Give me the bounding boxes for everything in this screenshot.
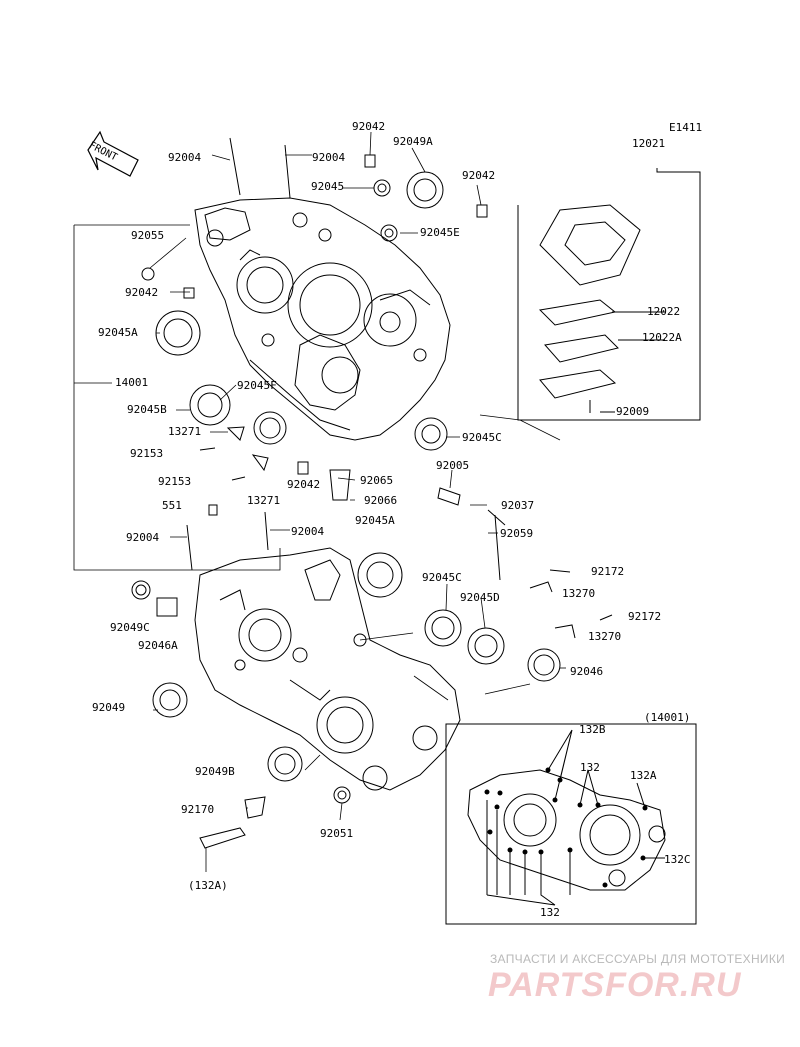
part-label[interactable]: 92045A	[355, 514, 395, 527]
part-label[interactable]: 92004	[168, 151, 202, 164]
part-label[interactable]: 92042	[352, 120, 386, 133]
part-label[interactable]: 92051	[320, 827, 354, 840]
watermark-tagline: ЗАПЧАСТИ И АКСЕССУАРЫ ДЛЯ МОТОТЕХНИКИ	[490, 952, 786, 966]
part-label[interactable]: 132A	[630, 769, 657, 782]
part-label[interactable]: 92004	[312, 151, 346, 164]
part-label[interactable]: 92049	[92, 701, 126, 714]
part-label[interactable]: 14001	[115, 376, 149, 389]
part-label[interactable]: 92172	[628, 610, 662, 623]
part-label[interactable]: 132	[580, 761, 600, 774]
part-label[interactable]: 13270	[562, 587, 596, 600]
part-label[interactable]: 92045C	[462, 431, 502, 444]
part-label[interactable]: 92049C	[110, 621, 150, 634]
part-label[interactable]: 92065	[360, 474, 394, 487]
upper-crankcase	[194, 197, 451, 441]
part-label[interactable]: 92153	[130, 447, 164, 460]
part-label[interactable]: 92170	[181, 803, 215, 816]
part-label[interactable]: 92045D	[460, 591, 500, 604]
lower-crankcase	[194, 547, 461, 791]
part-label[interactable]: 92059	[500, 527, 534, 540]
part-label[interactable]: 92046A	[138, 639, 178, 652]
part-label[interactable]: 92009	[616, 405, 650, 418]
part-label[interactable]: 92055	[131, 229, 165, 242]
bearings-lower	[131, 504, 561, 804]
watermark-logo: PARTSFOR.RU	[488, 966, 742, 1004]
leader-lines	[73, 131, 566, 872]
part-label[interactable]: 92042	[125, 286, 159, 299]
part-label[interactable]: 132B	[579, 723, 606, 736]
part-label[interactable]: (14001)	[644, 711, 691, 724]
part-label[interactable]: 92045C	[422, 571, 462, 584]
reed-valve-assembly	[517, 168, 701, 421]
part-label[interactable]: 92045F	[237, 379, 277, 392]
part-label[interactable]: 92045B	[127, 403, 167, 416]
part-label[interactable]: 132	[540, 906, 560, 919]
part-label[interactable]: 132C	[664, 853, 691, 866]
part-label[interactable]: 92066	[364, 494, 398, 507]
diagram-code: E1411	[669, 121, 703, 134]
part-label[interactable]: 13271	[168, 425, 202, 438]
part-label[interactable]: 92045E	[420, 226, 460, 239]
part-label[interactable]: 13271	[247, 494, 281, 507]
part-label[interactable]: 92042	[287, 478, 321, 491]
part-label[interactable]: 92004	[291, 525, 325, 538]
part-label[interactable]: 92042	[462, 169, 496, 182]
part-label[interactable]: 12021	[632, 137, 666, 150]
part-label[interactable]: 92045	[311, 180, 345, 193]
part-label[interactable]: 92049A	[393, 135, 433, 148]
part-label[interactable]: 92004	[126, 531, 160, 544]
part-label[interactable]: (132A)	[188, 879, 228, 892]
part-label[interactable]: 13270	[588, 630, 622, 643]
part-label[interactable]: 12022A	[642, 331, 682, 344]
part-label[interactable]: 92005	[436, 459, 470, 472]
inset-crankcase	[445, 723, 697, 925]
bearings-upper	[141, 137, 488, 475]
bolts-and-brackets	[199, 426, 613, 849]
part-label[interactable]: 92037	[501, 499, 535, 512]
part-label[interactable]: 92045A	[98, 326, 138, 339]
part-label[interactable]: 12022	[647, 305, 681, 318]
front-arrow-icon	[87, 130, 139, 177]
part-label[interactable]: 92172	[591, 565, 625, 578]
part-label[interactable]: 551	[162, 499, 182, 512]
part-label[interactable]: 92046	[570, 665, 604, 678]
part-label[interactable]: 92049B	[195, 765, 235, 778]
part-label[interactable]: 92153	[158, 475, 192, 488]
